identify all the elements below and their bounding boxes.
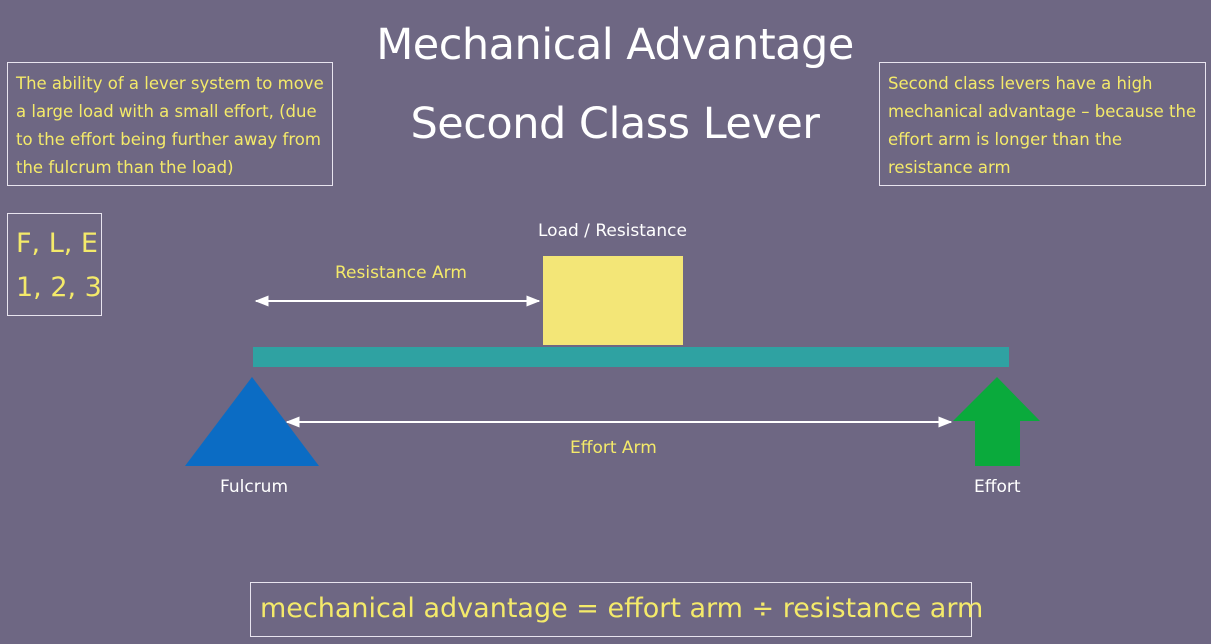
- definition-box: The ability of a lever system to move a …: [7, 62, 333, 186]
- effort-arrow-icon: [953, 377, 1040, 466]
- note-line: Second class levers have a high: [888, 74, 1153, 93]
- definition-line: to the effort being further away from: [16, 130, 321, 149]
- lever-beam: [253, 347, 1009, 367]
- resistance-arm-label: Resistance Arm: [335, 263, 467, 283]
- load-label: Load / Resistance: [538, 221, 687, 241]
- order-numbers: 1, 2, 3: [16, 272, 102, 303]
- definition-line: The ability of a lever system to move: [16, 74, 324, 93]
- effort-arm-label: Effort Arm: [570, 438, 657, 458]
- note-line: effort arm is longer than the: [888, 130, 1123, 149]
- effort-label: Effort: [974, 477, 1021, 497]
- load-block: [543, 256, 683, 345]
- title-line-1: Mechanical Advantage: [376, 20, 854, 70]
- definition-line: the fulcrum than the load): [16, 158, 234, 177]
- order-letters: F, L, E: [16, 228, 98, 259]
- definition-line: a large load with a small effort, (due: [16, 102, 317, 121]
- fulcrum-label: Fulcrum: [220, 477, 289, 497]
- order-box: F, L, E 1, 2, 3: [7, 213, 102, 316]
- note-line: mechanical advantage – because the: [888, 102, 1197, 121]
- fulcrum-triangle: [185, 377, 319, 466]
- formula-text: mechanical advantage = effort arm ÷ resi…: [260, 593, 984, 624]
- title-line-2: Second Class Lever: [410, 99, 820, 149]
- note-box: Second class levers have a high mechanic…: [879, 62, 1206, 186]
- note-line: resistance arm: [888, 158, 1011, 177]
- formula-box: mechanical advantage = effort arm ÷ resi…: [250, 582, 983, 637]
